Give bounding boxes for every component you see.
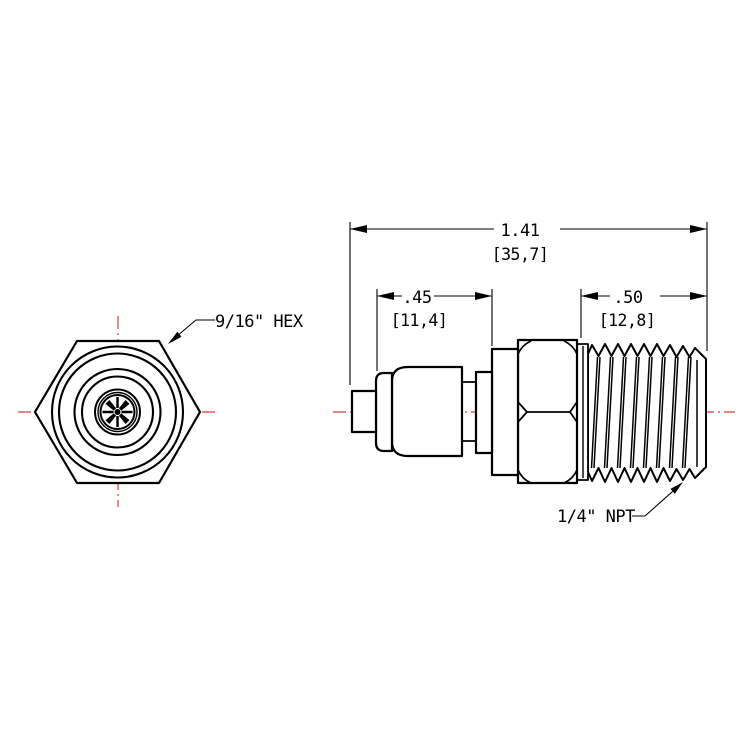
npt-thread-profile [587,343,707,483]
leader-arrow [168,331,182,344]
thread-relief [576,343,589,481]
thread-flank-lines [590,356,698,469]
npt-label-leader: 1/4" NPT [557,482,683,527]
groove [462,381,476,442]
dim-arrow-left [377,292,394,300]
stem-tip [350,389,378,434]
leader-arrow [670,482,683,494]
dimension-overall: 1.41 [35,7] [349,221,708,385]
dim-arrow-left [350,225,367,233]
dimension-overall-inch-text: 1.41 [501,221,540,241]
dim-arrow-right [690,292,707,300]
valve-core-star [102,397,133,427]
dim-arrow-left [581,292,598,300]
side-view [333,338,735,485]
dim-arrow-right [475,292,492,300]
front-view [18,316,217,507]
hex-chamfer-arcs [517,340,578,484]
front-collar [374,371,394,453]
dimension-body-metric-text: [11,4] [391,311,448,330]
dimension-overall-metric-text: [35,7] [492,245,549,264]
dim-arrow-right [690,225,707,233]
dimension-body-length: .45 [11,4] [376,288,493,371]
washer-collar [474,370,494,455]
dimension-thread-inch-text: .50 [613,288,642,308]
dimension-body-inch-text: .45 [402,288,431,308]
hex-mid-edge [517,401,578,423]
concentric-circles [50,345,185,479]
hex-size-label: 9/16" HEX [215,312,304,332]
dimension-thread-length: .50 [12,8] [580,288,707,338]
flange-disc [490,347,520,477]
valve-core-center [114,409,121,415]
hex-side-view [516,338,579,485]
hex-label-leader: 9/16" HEX [168,312,304,344]
dimension-thread-metric-text: [12,8] [599,311,656,330]
coupler-body [390,365,464,458]
npt-thread-label: 1/4" NPT [557,507,635,527]
